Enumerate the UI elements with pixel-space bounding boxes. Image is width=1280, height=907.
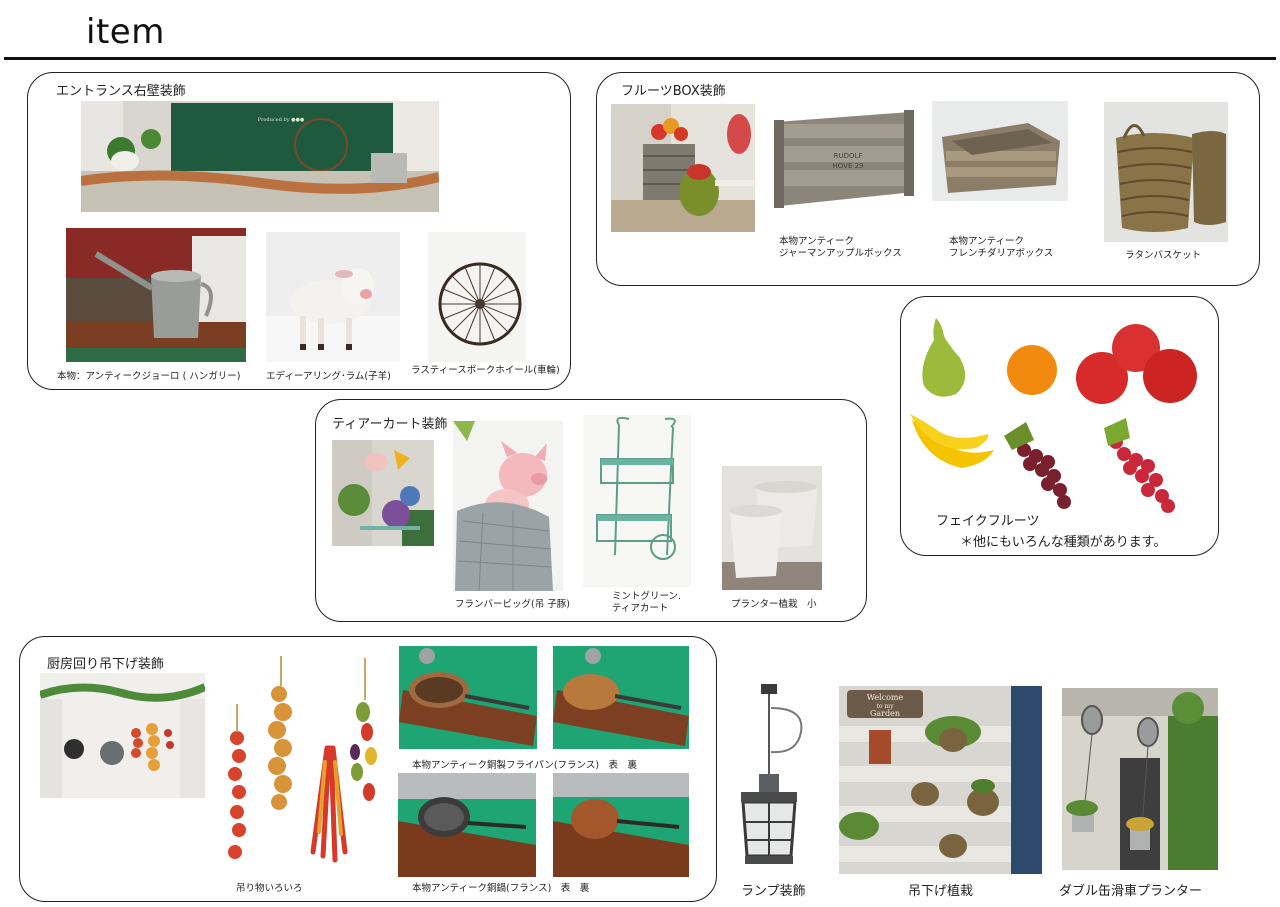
rattan-basket-photo: [1104, 102, 1228, 242]
french-dahlia-box-photo: [932, 101, 1068, 201]
caption-pulley-planter: ダブル缶滑車プランター: [1059, 884, 1203, 899]
copper-pot-front-photo: [398, 773, 536, 877]
fake-fruits-section: [900, 296, 1219, 556]
fake-fruits-note: ＊他にもいろんな種類があります。: [960, 535, 1167, 550]
watering-can-photo: [66, 228, 246, 362]
fake-fruits-title: フェイクフルーツ: [936, 514, 1040, 529]
hanging-plants-photo: Welcome to my Garden: [839, 686, 1042, 874]
fruit-box-title: フルーツBOX装飾: [621, 84, 726, 99]
lamb-photo: [266, 232, 400, 362]
caption-french-box-2: フレンチダリアボックス: [949, 248, 1054, 259]
caption-wheel: ラスティースポークホイール(車輪): [411, 365, 560, 376]
pig-photo: [453, 421, 563, 591]
svg-text:Garden: Garden: [870, 709, 900, 718]
caption-lamp: ランプ装飾: [741, 884, 806, 899]
mint-tea-cart-photo: [583, 415, 691, 587]
tea-cart-display-photo: [332, 440, 434, 546]
entrance-wall-photo: Produced by ●●●: [81, 101, 439, 212]
caption-watering-can: 本物：アンティークジョーロ ( ハンガリー): [57, 371, 241, 382]
tea-cart-title: ティアーカート装飾: [332, 417, 448, 432]
copper-pot-back-photo: [553, 773, 689, 877]
svg-text:to my: to my: [876, 703, 894, 710]
caption-copper-pot: 本物アンティーク銅鍋(フランス) 表 裏: [412, 883, 590, 894]
page-title: item: [86, 12, 165, 52]
caption-cart-1: ミントグリーン.: [612, 591, 682, 602]
caption-lamb: エディーアリング･ラム(子羊): [266, 371, 391, 382]
caption-fry-pan: 本物アンティーク銅製フライパン(フランス) 表 裏: [412, 760, 638, 771]
planter-photo: [722, 466, 822, 590]
svg-text:Welcome: Welcome: [867, 693, 904, 702]
kitchen-hanging-photo: [40, 673, 205, 798]
caption-cart-2: ティアカート: [612, 603, 669, 614]
caption-rattan: ラタンバスケット: [1125, 250, 1202, 261]
caption-pig: フランバービッグ(吊 子豚): [455, 599, 570, 610]
german-apple-box-photo: RUDOLF HOVE 29: [768, 102, 918, 214]
pulley-planter-photo: [1062, 688, 1218, 870]
caption-german-box-1: 本物アンティーク: [779, 236, 855, 247]
svg-text:HOVE 29: HOVE 29: [833, 162, 864, 170]
fry-pan-back-photo: [553, 646, 689, 749]
caption-german-box-2: ジャーマンアップルボックス: [779, 248, 902, 259]
fry-pan-front-photo: [399, 646, 537, 749]
caption-hanging-plants: 吊下げ植栽: [908, 884, 974, 899]
fruit-box-display-photo: [611, 104, 755, 232]
entrance-title: エントランス右壁装飾: [56, 84, 186, 99]
caption-planter: プランター植栽 小: [731, 599, 817, 610]
caption-hanging-items: 吊り物いろいろ: [236, 883, 303, 894]
svg-text:Produced by ●●●: Produced by ●●●: [258, 117, 305, 123]
hanging-items-photo: [215, 652, 385, 872]
title-rule: [4, 57, 1276, 60]
svg-text:RUDOLF: RUDOLF: [834, 152, 863, 160]
lamp-photo: [727, 678, 813, 874]
fake-fruits-illustration: [904, 310, 1204, 518]
wheel-photo: [428, 232, 526, 362]
kitchen-title: 厨房回り吊下げ装飾: [47, 657, 165, 672]
caption-french-box-1: 本物アンティーク: [949, 236, 1025, 247]
